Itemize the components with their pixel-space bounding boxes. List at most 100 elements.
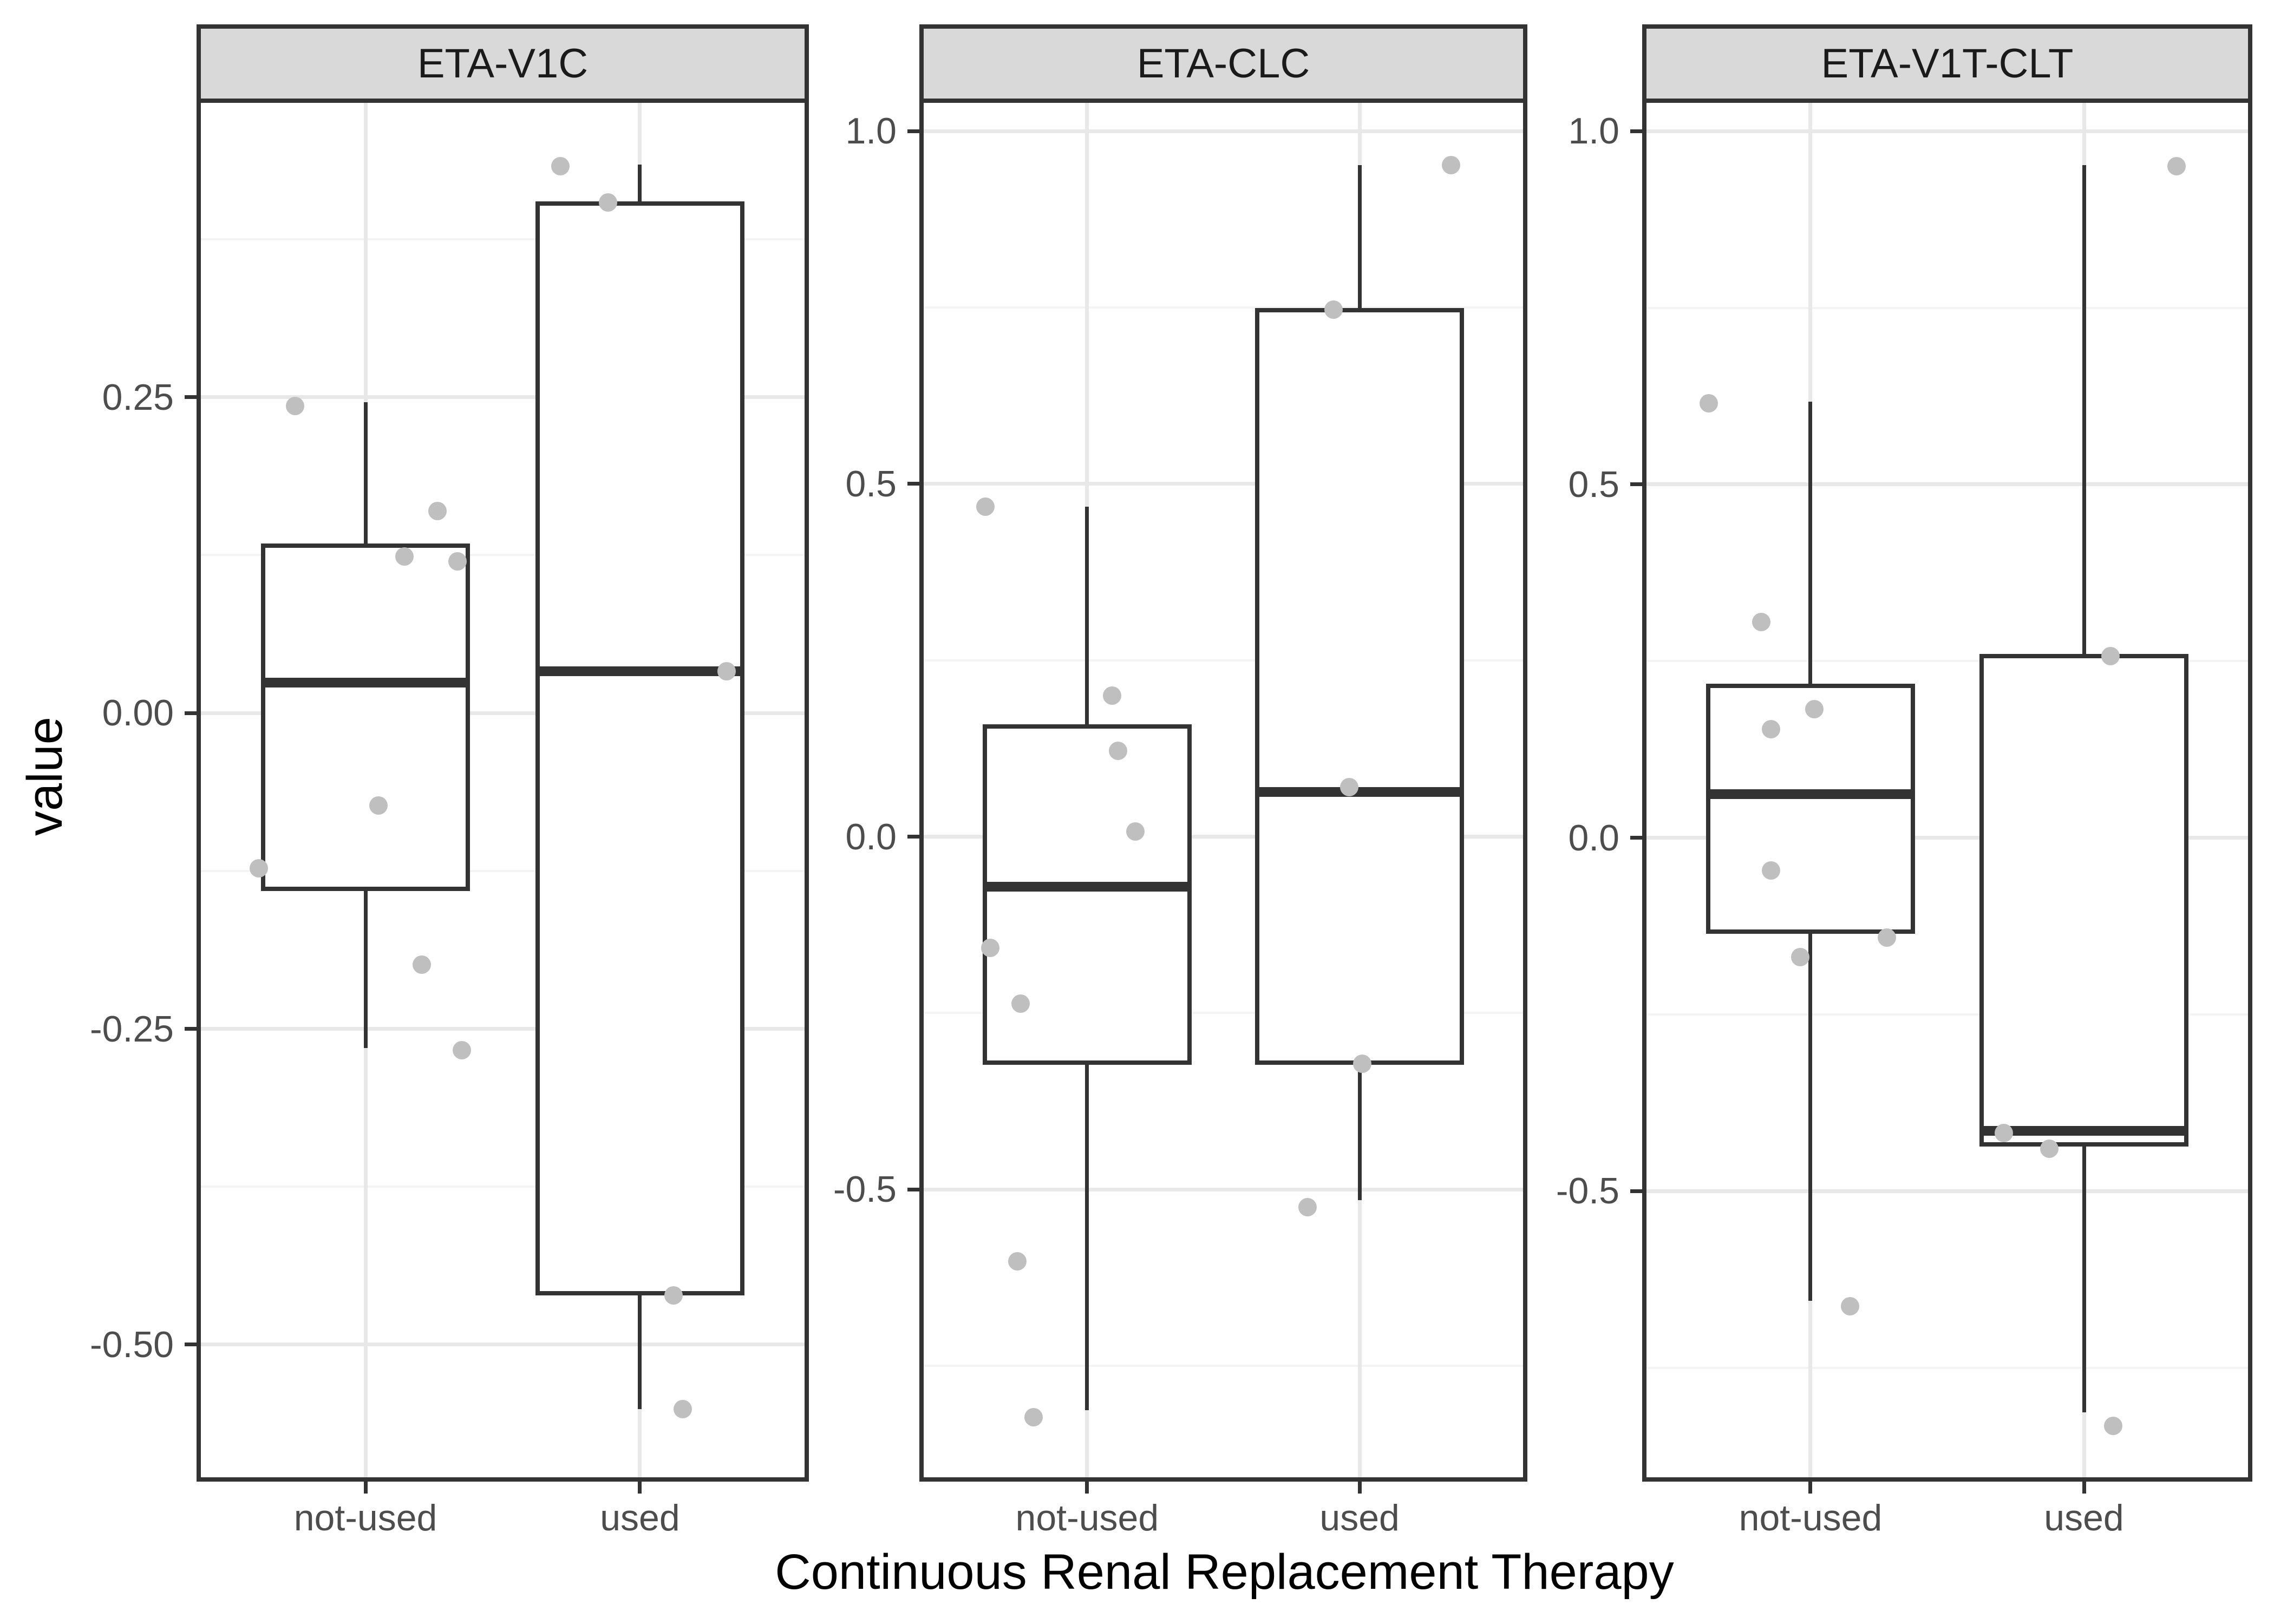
- y-axis-tick-label: 0.0: [845, 816, 897, 857]
- whisker-upper: [1808, 402, 1813, 684]
- facet-strip-label: ETA-V1C: [417, 41, 589, 87]
- major-gridline-y: [201, 1027, 805, 1031]
- y-axis-tick: [907, 1187, 919, 1191]
- boxplot-median-line: [1984, 1126, 2185, 1136]
- jitter-point: [551, 156, 570, 175]
- whisker-upper: [638, 165, 642, 202]
- jitter-point: [1324, 300, 1343, 319]
- minor-gridline-y: [201, 1186, 805, 1188]
- boxplot-median-line: [1710, 789, 1911, 799]
- y-axis-tick-label: -0.50: [90, 1324, 174, 1365]
- x-axis-title: Continuous Renal Replacement Therapy: [775, 1544, 1674, 1600]
- jitter-point: [1442, 155, 1461, 174]
- jitter-point: [1840, 1297, 1859, 1316]
- y-axis-tick-label: -0.5: [1556, 1170, 1619, 1212]
- minor-gridline-y: [924, 306, 1523, 309]
- x-axis-tick-label: used: [600, 1497, 680, 1538]
- x-axis-tick-label: not-used: [1739, 1497, 1883, 1538]
- boxplot-box: [1706, 684, 1915, 934]
- x-axis-tick: [638, 1482, 642, 1494]
- jitter-point: [1791, 948, 1809, 967]
- jitter-point: [1353, 1055, 1372, 1073]
- major-gridline-y: [1646, 836, 2248, 840]
- jitter-point: [2040, 1139, 2059, 1158]
- jitter-point: [1298, 1197, 1317, 1216]
- jitter-point: [1761, 861, 1780, 880]
- jitter-point: [1024, 1408, 1043, 1427]
- jitter-point: [395, 547, 414, 566]
- y-axis-tick-label: 0.5: [1568, 463, 1619, 505]
- jitter-point: [428, 501, 447, 520]
- minor-gridline-y: [1646, 1013, 2248, 1016]
- whisker-upper: [2082, 165, 2086, 654]
- x-axis-tick: [363, 1482, 368, 1494]
- minor-gridline-y: [201, 238, 805, 241]
- jitter-point: [1995, 1124, 2014, 1143]
- major-gridline-y: [1646, 129, 2248, 133]
- y-axis-tick: [907, 835, 919, 839]
- y-axis-tick: [1630, 1189, 1642, 1193]
- x-axis-tick-label: not-used: [293, 1497, 437, 1538]
- y-axis-tick: [907, 129, 919, 133]
- y-axis-title: value: [17, 717, 73, 836]
- y-axis-tick: [1630, 482, 1642, 487]
- minor-gridline-y: [924, 659, 1523, 662]
- major-gridline-y: [201, 711, 805, 715]
- facet-panel: [919, 99, 1527, 1482]
- y-axis-tick-label: 1.0: [1568, 110, 1619, 152]
- x-axis-tick-label: used: [1319, 1497, 1400, 1538]
- boxplot-median-line: [539, 666, 740, 677]
- jitter-point: [673, 1399, 692, 1418]
- jitter-point: [976, 497, 995, 516]
- whisker-upper: [1085, 506, 1089, 725]
- major-gridline-y: [1646, 1189, 2248, 1193]
- jitter-point: [1102, 686, 1121, 705]
- jitter-point: [369, 796, 388, 815]
- major-gridline-y: [924, 129, 1523, 133]
- major-gridline-y: [924, 1187, 1523, 1191]
- facet-strip: ETA-CLC: [919, 24, 1527, 103]
- facet-strip: ETA-V1C: [197, 24, 809, 103]
- jitter-point: [664, 1286, 683, 1305]
- jitter-point: [1761, 719, 1780, 738]
- jitter-point: [2101, 647, 2120, 666]
- y-axis-tick: [185, 395, 197, 400]
- major-gridline-y: [1646, 482, 2248, 487]
- y-axis-tick-label: -0.25: [90, 1008, 174, 1050]
- jitter-point: [250, 859, 269, 878]
- y-axis-tick-label: 0.0: [1568, 817, 1619, 859]
- whisker-lower: [2082, 1147, 2086, 1412]
- jitter-point: [717, 662, 736, 681]
- jitter-point: [1877, 928, 1896, 947]
- facet-panel: [197, 99, 809, 1482]
- y-axis-tick: [185, 1343, 197, 1347]
- whisker-lower: [638, 1295, 642, 1409]
- facet-strip-label: ETA-V1T-CLT: [1821, 41, 2074, 87]
- y-axis-tick-label: 0.25: [102, 376, 174, 418]
- x-axis-tick-label: not-used: [1015, 1497, 1159, 1538]
- minor-gridline-y: [1646, 660, 2248, 663]
- jitter-point: [1699, 394, 1718, 412]
- y-axis-tick: [907, 482, 919, 486]
- x-axis-tick: [2082, 1482, 2086, 1494]
- jitter-point: [453, 1041, 472, 1060]
- major-gridline-y: [201, 1343, 805, 1347]
- boxplot-median-line: [265, 678, 466, 688]
- x-axis-tick: [1085, 1482, 1089, 1494]
- minor-gridline-y: [201, 869, 805, 872]
- y-axis-tick-label: -0.5: [833, 1169, 897, 1210]
- whisker-lower: [1808, 934, 1813, 1301]
- minor-gridline-y: [1646, 306, 2248, 309]
- y-axis-tick-label: 1.0: [845, 110, 897, 152]
- whisker-upper: [1357, 165, 1362, 309]
- x-axis-tick-label: used: [2044, 1497, 2124, 1538]
- y-axis-tick: [185, 711, 197, 715]
- major-gridline-y: [924, 835, 1523, 839]
- jitter-point: [1340, 778, 1359, 797]
- facet-panel-content: [924, 103, 1523, 1477]
- boxplot-box: [261, 543, 471, 892]
- facet-panel: [1642, 99, 2252, 1482]
- minor-gridline-y: [924, 1365, 1523, 1367]
- jitter-point: [1108, 741, 1127, 760]
- x-axis-tick: [1357, 1482, 1362, 1494]
